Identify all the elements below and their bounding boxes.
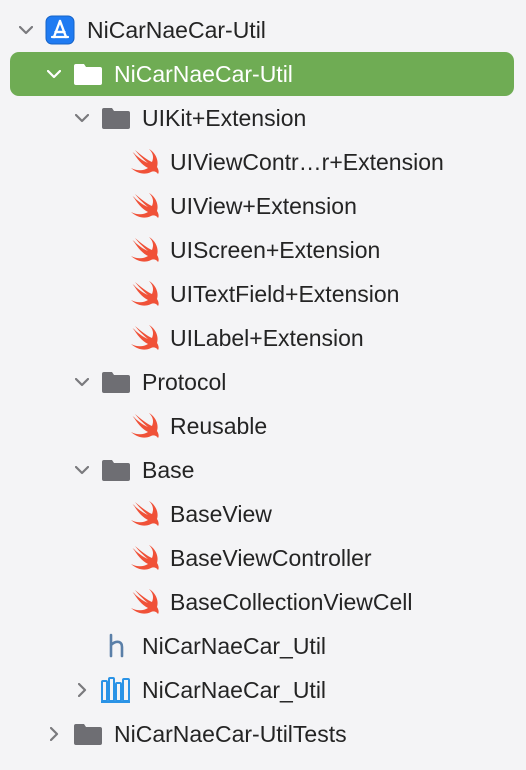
- tree-row-file[interactable]: BaseView: [0, 492, 526, 536]
- tree-row-file[interactable]: NiCarNaeCar_Util: [0, 624, 526, 668]
- folder-icon: [72, 58, 104, 90]
- tree-row-file[interactable]: UITextField+Extension: [0, 272, 526, 316]
- tree-row-file[interactable]: BaseCollectionViewCell: [0, 580, 526, 624]
- swift-file-icon: [128, 542, 160, 574]
- tree-row-framework[interactable]: NiCarNaeCar_Util: [0, 668, 526, 712]
- tree-row-label: UIView+Extension: [170, 193, 357, 219]
- tree-row-folder[interactable]: Protocol: [0, 360, 526, 404]
- swift-file-icon: [128, 234, 160, 266]
- tree-row-label: Base: [142, 457, 195, 483]
- tree-row-label: NiCarNaeCar_Util: [142, 677, 327, 703]
- folder-icon: [100, 454, 132, 486]
- swift-file-icon: [128, 146, 160, 178]
- tree-row-label: BaseViewController: [170, 545, 372, 571]
- tree-row-label: UILabel+Extension: [170, 325, 364, 351]
- tree-row-file[interactable]: UILabel+Extension: [0, 316, 526, 360]
- header-file-icon: [100, 630, 132, 662]
- tree-row-label: NiCarNaeCar-Util: [114, 61, 293, 87]
- tree-row-file[interactable]: UIScreen+Extension: [0, 228, 526, 272]
- chevron-down-icon[interactable]: [70, 458, 94, 482]
- tree-row-project-root[interactable]: NiCarNaeCar-Util: [0, 8, 526, 52]
- swift-file-icon: [128, 410, 160, 442]
- swift-file-icon: [128, 190, 160, 222]
- tree-row-label: UIKit+Extension: [142, 105, 307, 131]
- tree-row-label: Protocol: [142, 369, 227, 395]
- chevron-down-icon[interactable]: [42, 62, 66, 86]
- xcode-project-icon: [44, 14, 76, 46]
- folder-icon: [72, 718, 104, 750]
- folder-icon: [100, 102, 132, 134]
- tree-row-label: UITextField+Extension: [170, 281, 400, 307]
- tree-row-label: Reusable: [170, 413, 268, 439]
- tree-row-file[interactable]: Reusable: [0, 404, 526, 448]
- tree-row-file[interactable]: BaseViewController: [0, 536, 526, 580]
- swift-file-icon: [128, 278, 160, 310]
- tree-row-group-selected[interactable]: NiCarNaeCar-Util: [0, 52, 526, 96]
- tree-row-label: NiCarNaeCar_Util: [142, 633, 327, 659]
- tree-row-label: BaseCollectionViewCell: [170, 589, 413, 615]
- tree-row-label: UIScreen+Extension: [170, 237, 381, 263]
- chevron-right-icon[interactable]: [42, 722, 66, 746]
- framework-icon: [100, 674, 132, 706]
- tree-row-file[interactable]: UIViewContr…r+Extension: [0, 140, 526, 184]
- folder-icon: [100, 366, 132, 398]
- chevron-down-icon[interactable]: [14, 18, 38, 42]
- tree-row-label: UIViewContr…r+Extension: [170, 149, 444, 175]
- tree-row-folder[interactable]: NiCarNaeCar-UtilTests: [0, 712, 526, 756]
- swift-file-icon: [128, 498, 160, 530]
- tree-row-label: NiCarNaeCar-UtilTests: [114, 721, 347, 747]
- tree-row-folder[interactable]: Base: [0, 448, 526, 492]
- tree-row-label: BaseView: [170, 501, 272, 527]
- swift-file-icon: [128, 586, 160, 618]
- chevron-down-icon[interactable]: [70, 370, 94, 394]
- swift-file-icon: [128, 322, 160, 354]
- tree-row-folder[interactable]: UIKit+Extension: [0, 96, 526, 140]
- tree-row-label: NiCarNaeCar-Util: [87, 17, 266, 43]
- chevron-down-icon[interactable]: [70, 106, 94, 130]
- tree-row-file[interactable]: UIView+Extension: [0, 184, 526, 228]
- chevron-right-icon[interactable]: [70, 678, 94, 702]
